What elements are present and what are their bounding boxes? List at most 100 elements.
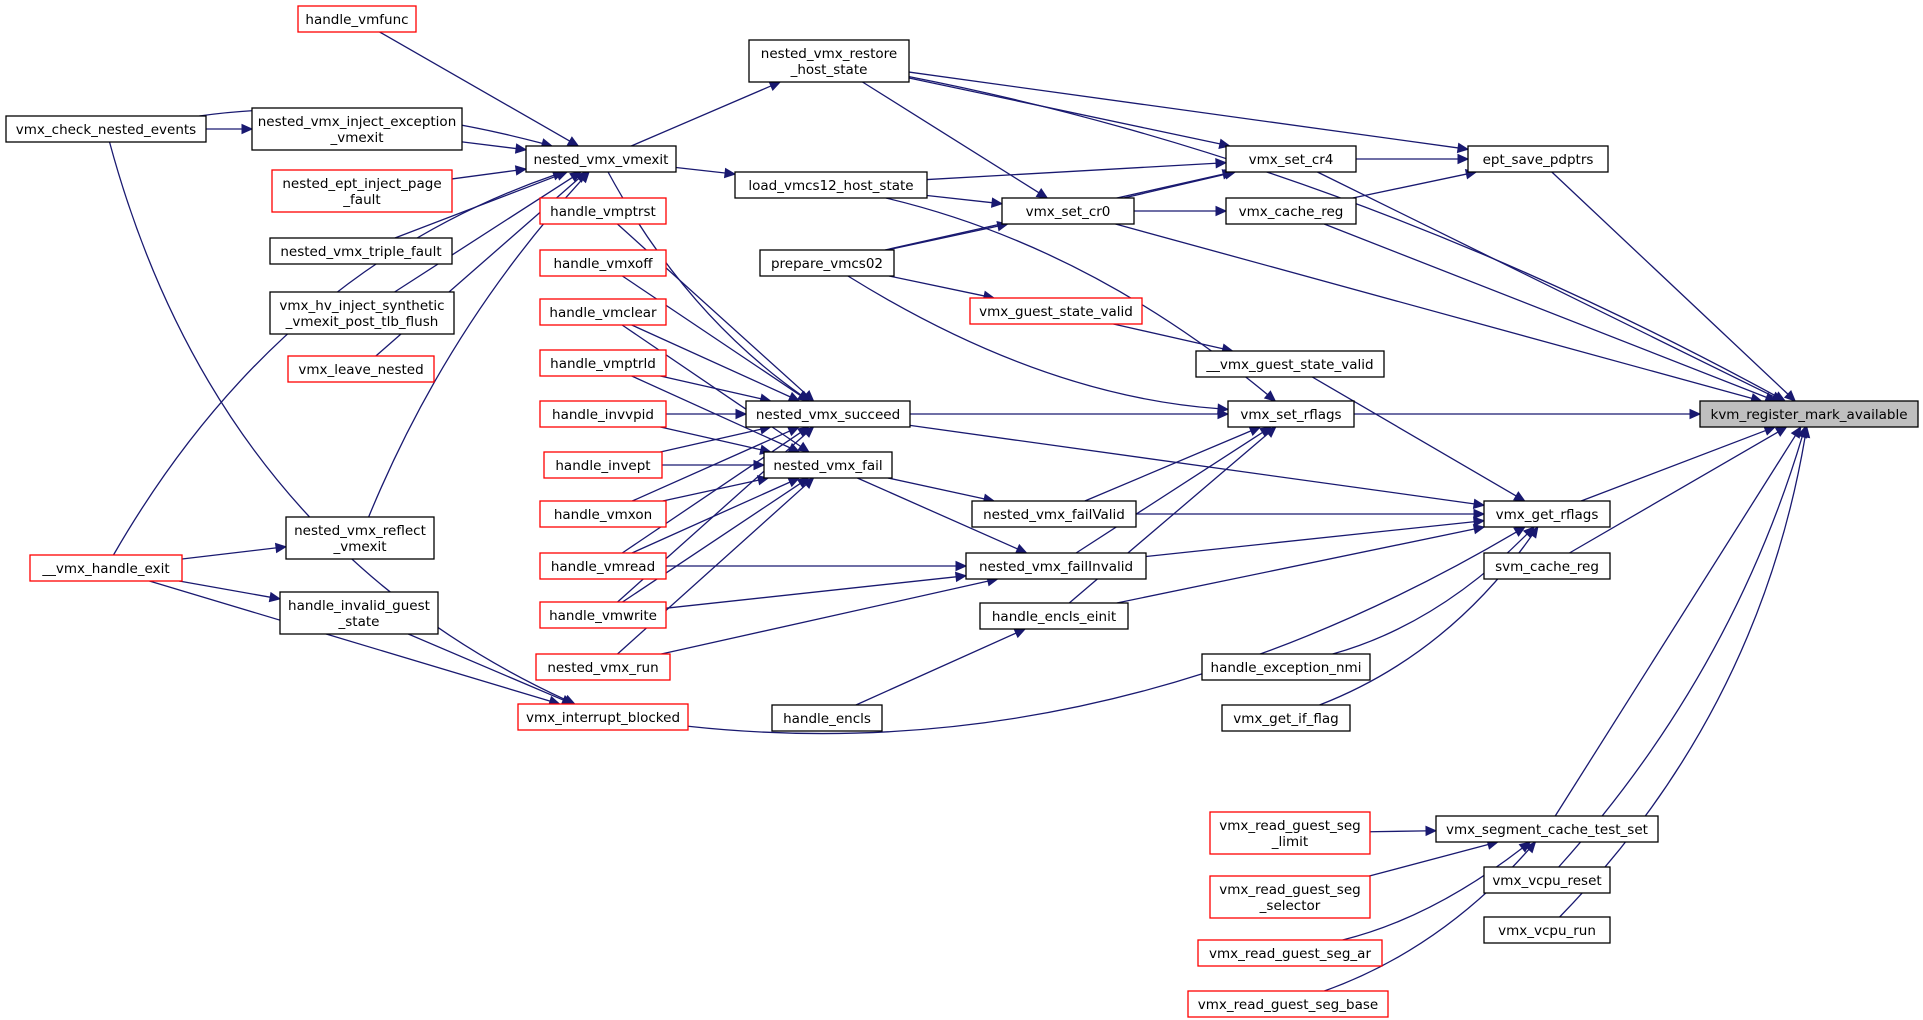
node-vmx-read-guest-seg-ar[interactable]: vmx_read_guest_seg_ar [1197, 939, 1383, 967]
node-handle-vmptrld[interactable]: handle_vmptrld [539, 349, 667, 377]
arrowhead-icon [268, 591, 282, 603]
edge-handle_vmclear-to-nested_vmx_fail [621, 324, 810, 453]
node-vmx-read-guest-seg-base[interactable]: vmx_read_guest_seg_base [1187, 990, 1389, 1018]
edge-line [908, 71, 1459, 149]
node-prepare-vmcs02[interactable]: prepare_vmcs02 [759, 249, 895, 277]
node-label: __vmx_guest_state_valid [1205, 357, 1373, 373]
node-vmx-set-rflags[interactable]: vmx_set_rflags [1227, 400, 1355, 428]
edge-line [149, 580, 551, 702]
node-box [759, 249, 895, 277]
node-vmx-check-nested-events[interactable]: vmx_check_nested_events [5, 115, 207, 143]
node-load-vmcs12-host-state[interactable]: load_vmcs12_host_state [734, 171, 928, 199]
node-nested-vmx-restore-host-state[interactable]: nested_vmx_restore_host_state [748, 39, 910, 83]
arrowhead-icon [1689, 408, 1702, 420]
node-vmx-interrupt-blocked[interactable]: vmx_interrupt_blocked [517, 703, 689, 731]
edge-line [1369, 830, 1427, 833]
node-ept-save-pdptrs[interactable]: ept_save_pdptrs [1467, 145, 1609, 173]
node-label: nested_vmx_fail [773, 458, 882, 474]
arrowhead-icon [566, 136, 580, 147]
node-nested-ept-inject-page-fault[interactable]: nested_ept_inject_page_fault [271, 169, 453, 213]
node-vmx-guest-state-valid[interactable]: vmx_guest_state_valid [969, 297, 1143, 325]
node-handle-exception-nmi[interactable]: handle_exception_nmi [1201, 653, 1371, 681]
node-nested-vmx-failInvalid[interactable]: nested_vmx_failInvalid [965, 552, 1147, 580]
node-handle-invalid-guest-state[interactable]: handle_invalid_guest_state [279, 591, 439, 635]
node-label: vmx_leave_nested [298, 362, 423, 378]
arrowhead-icon [241, 123, 254, 135]
edge-line [926, 162, 1217, 181]
node-vmx-read-guest-seg-limit[interactable]: vmx_read_guest_seg_limit [1209, 811, 1371, 855]
edge-handle_invvpid-to-nested_vmx_succeed [665, 408, 748, 420]
node-handle-vmclear[interactable]: handle_vmclear [539, 298, 667, 326]
node-vmx-vcpu-reset[interactable]: vmx_vcpu_reset [1483, 866, 1611, 894]
arrowhead-icon [990, 197, 1004, 208]
edge-nested_vmx_fail-to-nested_vmx_failValid [887, 477, 996, 504]
node-label: handle_encls [783, 711, 871, 727]
edge-ept_save_pdptrs-to-kvm_register_mark_available [1551, 171, 1797, 402]
node-box [539, 249, 667, 277]
edge-handle_vmwrite-to-nested_vmx_failInvalid [665, 571, 968, 609]
node-box [1227, 400, 1355, 428]
node-label: handle_vmfunc [305, 12, 408, 28]
node-nested-vmx-triple-fault[interactable]: nested_vmx_triple_fault [269, 237, 453, 265]
node-label: _vmexit [330, 130, 384, 146]
node-nested-vmx-succeed[interactable]: nested_vmx_succeed [745, 400, 911, 428]
node-box [287, 355, 435, 383]
arrowhead-icon [723, 167, 737, 179]
node-vmx-segment-cache-test-set[interactable]: vmx_segment_cache_test_set [1435, 815, 1659, 843]
node-vmx-cache-reg[interactable]: vmx_cache_reg [1225, 197, 1357, 225]
edge-line [631, 324, 791, 398]
node-label: vmx_get_rflags [1496, 507, 1599, 523]
node---vmx-handle-exit[interactable]: __vmx_handle_exit [29, 554, 183, 582]
arrowhead-icon [954, 571, 968, 583]
node-nested-vmx-run[interactable]: nested_vmx_run [535, 653, 671, 681]
edge-line [675, 166, 726, 174]
node-label: vmx_set_cr0 [1026, 204, 1111, 220]
node-handle-vmfunc[interactable]: handle_vmfunc [297, 5, 417, 33]
node-vmx-read-guest-seg-selector[interactable]: vmx_read_guest_seg_selector [1209, 875, 1371, 919]
arrowhead-icon [787, 426, 800, 437]
arrowhead-icon [802, 426, 815, 438]
node-box [979, 602, 1129, 630]
node-svm-cache-reg[interactable]: svm_cache_reg [1483, 552, 1611, 580]
node-nested-vmx-inject-exception-vmexit[interactable]: nested_vmx_inject_exception_vmexit [251, 107, 463, 151]
node-handle-vmread[interactable]: handle_vmread [539, 552, 667, 580]
edge-line [847, 275, 1219, 410]
edge-line [408, 633, 564, 701]
node-handle-invvpid[interactable]: handle_invvpid [539, 400, 667, 428]
node-nested-vmx-vmexit[interactable]: nested_vmx_vmexit [525, 145, 677, 173]
node-nested-vmx-fail[interactable]: nested_vmx_fail [763, 451, 893, 479]
node-handle-vmxon[interactable]: handle_vmxon [539, 500, 667, 528]
edge-line [1580, 429, 1766, 502]
edge-line [1311, 376, 1517, 497]
edge-line [621, 432, 801, 554]
node-vmx-leave-nested[interactable]: vmx_leave_nested [287, 355, 435, 383]
node-kvm-register-mark-available: kvm_register_mark_available [1699, 400, 1919, 428]
edge-vmx_read_guest_seg_selector-to-vmx_segment_cache_test_set [1369, 839, 1500, 877]
node-handle-vmptrst[interactable]: handle_vmptrst [539, 197, 667, 225]
node---vmx-guest-state-valid[interactable]: __vmx_guest_state_valid [1195, 350, 1385, 378]
node-box [969, 297, 1143, 325]
node-label: load_vmcs12_host_state [748, 178, 913, 194]
node-vmx-hv-inject-synthetic-vmexit-post-tlb-flush[interactable]: vmx_hv_inject_synthetic_vmexit_post_tlb_… [269, 291, 455, 335]
node-box [269, 237, 453, 265]
node-handle-invept[interactable]: handle_invept [543, 451, 663, 479]
node-box [29, 554, 183, 582]
node-box [517, 703, 689, 731]
node-box [763, 451, 893, 479]
node-nested-vmx-failValid[interactable]: nested_vmx_failValid [971, 500, 1137, 528]
node-vmx-set-cr4[interactable]: vmx_set_cr4 [1225, 145, 1357, 173]
node-handle-vmwrite[interactable]: handle_vmwrite [539, 601, 667, 629]
edge-nested_vmx_failInvalid-to-vmx_get_rflags [1145, 516, 1486, 558]
arrowhead-icon [753, 459, 766, 471]
node-label: _vmexit [333, 539, 387, 555]
node-handle-encls[interactable]: handle_encls [771, 704, 883, 732]
node-nested-vmx-reflect-vmexit[interactable]: nested_vmx_reflect_vmexit [285, 516, 435, 560]
node-handle-encls-einit[interactable]: handle_encls_einit [979, 602, 1129, 630]
edge-line [888, 275, 985, 297]
node-vmx-get-if-flag[interactable]: vmx_get_if_flag [1221, 704, 1351, 732]
node-vmx-vcpu-run[interactable]: vmx_vcpu_run [1483, 916, 1611, 944]
node-vmx-get-rflags[interactable]: vmx_get_rflags [1483, 500, 1611, 528]
node-label: vmx_interrupt_blocked [526, 710, 680, 726]
node-vmx-set-cr0[interactable]: vmx_set_cr0 [1001, 197, 1135, 225]
node-handle-vmxoff[interactable]: handle_vmxoff [539, 249, 667, 277]
